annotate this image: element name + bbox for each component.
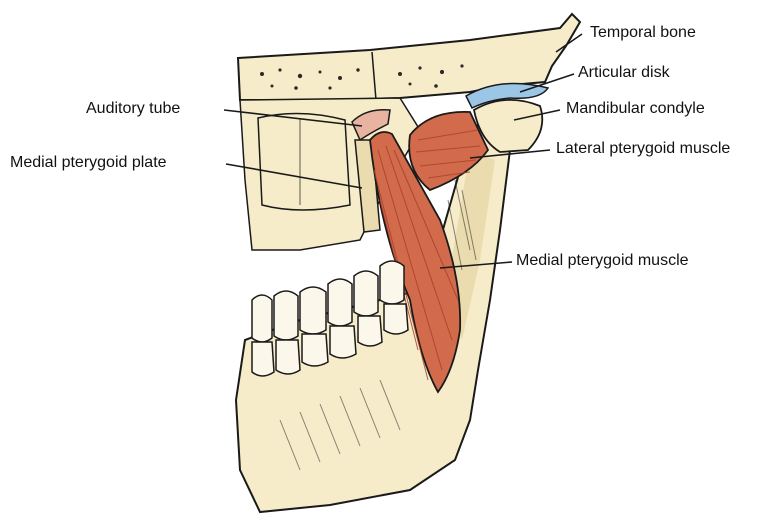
label-auditory-tube: Auditory tube <box>86 100 180 118</box>
label-medial-pterygoid-plate: Medial pterygoid plate <box>10 154 167 172</box>
label-lateral-pterygoid-muscle: Lateral pterygoid muscle <box>556 140 730 158</box>
label-articular-disk: Articular disk <box>578 64 670 82</box>
label-medial-pterygoid-muscle: Medial pterygoid muscle <box>516 252 689 270</box>
label-mandibular-condyle: Mandibular condyle <box>566 100 705 118</box>
label-temporal-bone: Temporal bone <box>590 24 696 42</box>
